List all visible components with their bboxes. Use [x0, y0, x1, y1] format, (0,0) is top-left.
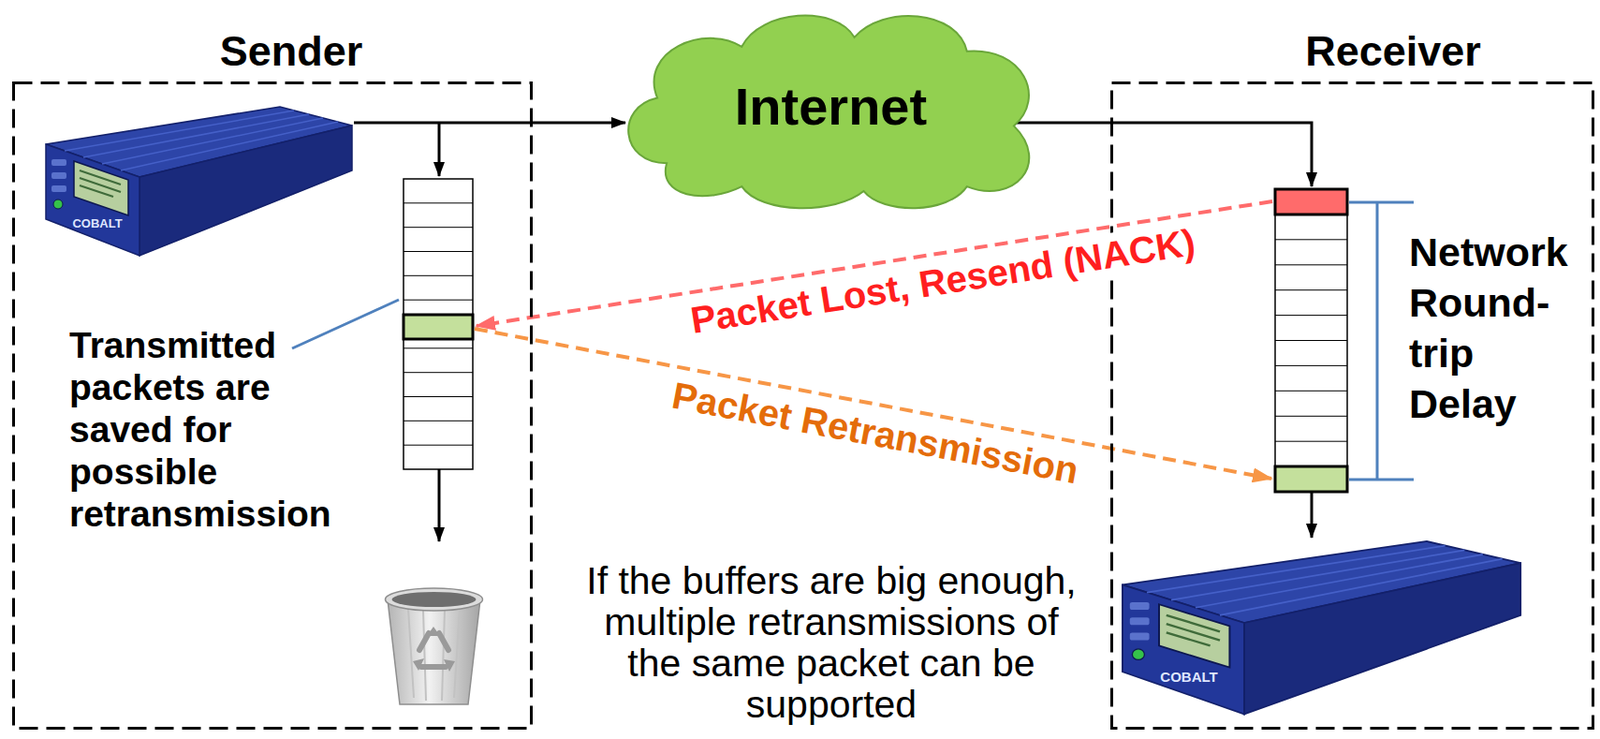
- cloud-label: Internet: [734, 76, 927, 137]
- receiver-buffer: [1275, 189, 1348, 492]
- dashed-border: [14, 83, 532, 729]
- footnote: If the buffers are big enough, multiple …: [581, 559, 1083, 725]
- dashed-border: [1112, 83, 1594, 729]
- retransmission-label: Packet Retransmission: [665, 372, 1087, 493]
- flow-arrow: [353, 121, 626, 125]
- sender-buffer: [403, 178, 473, 470]
- lost-packet: [1275, 189, 1348, 215]
- recovered-packet: [1275, 466, 1348, 492]
- receiver-device: [1122, 541, 1521, 714]
- delay-bracket: [1349, 202, 1414, 480]
- region-outline: [12, 81, 533, 730]
- flow-arrow: [1310, 491, 1314, 538]
- callout-note: Transmitted packets are saved for possib…: [69, 323, 341, 535]
- flow-arrow: [1009, 122, 1312, 187]
- cloud-shape: [628, 15, 1029, 209]
- receiver-region: Receiver: [1110, 81, 1595, 730]
- region-heading: Receiver: [1305, 27, 1482, 76]
- retransmission-arrow: [474, 328, 1272, 479]
- network-cloud: Internet: [610, 4, 1052, 210]
- flow-arrow: [438, 122, 441, 177]
- leader-line: [292, 299, 399, 349]
- sender-region: Sender: [12, 81, 533, 730]
- sender-device: [45, 106, 353, 256]
- delay-note: Network Round-trip Delay: [1409, 226, 1580, 429]
- region-outline: [1110, 81, 1595, 730]
- nack-arrow: [476, 201, 1273, 326]
- brand-mark: COBALT: [1159, 668, 1218, 685]
- saved-packet: [403, 314, 473, 339]
- region-heading: Sender: [220, 27, 364, 76]
- brand-mark: COBALT: [72, 216, 122, 231]
- nack-label: Packet Lost, Resend (NACK): [683, 220, 1202, 343]
- trash-bin: [385, 587, 484, 705]
- flow-arrow: [438, 469, 441, 542]
